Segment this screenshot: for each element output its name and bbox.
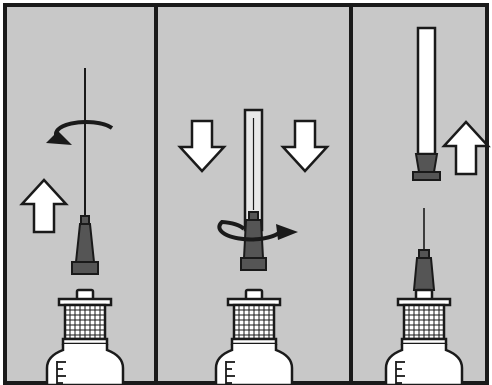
needle-hub (71, 215, 99, 275)
needle-cap (243, 108, 264, 232)
rotate-arrow-icon (217, 219, 298, 242)
rotate-arrow-icon (46, 119, 114, 145)
needle-cap (412, 26, 441, 181)
needle-hub (412, 249, 436, 291)
